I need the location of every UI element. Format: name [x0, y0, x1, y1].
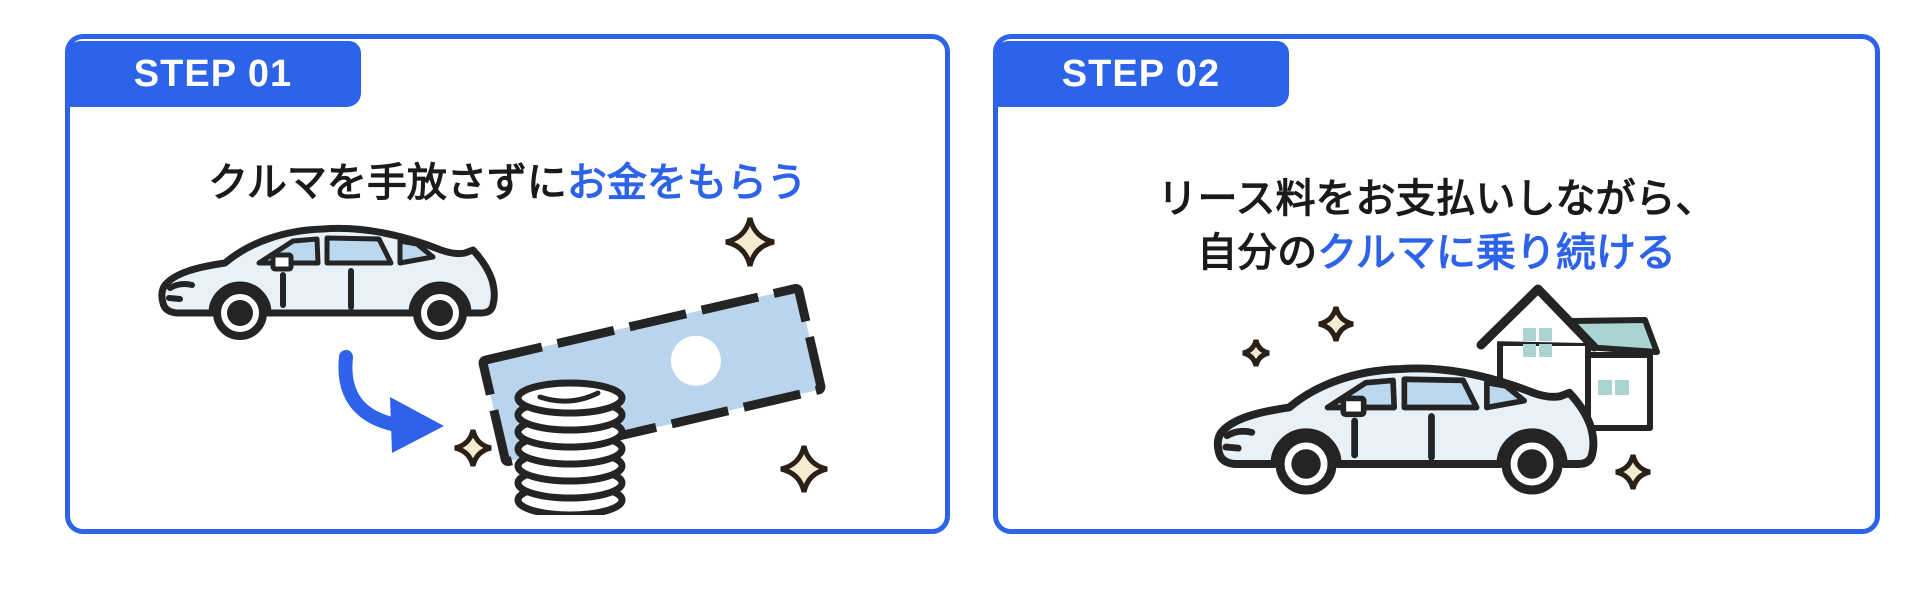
step-card-1: STEP 01 クルマを手放さずにお金をもらう: [65, 34, 950, 534]
step-1-badge: STEP 01: [65, 41, 361, 107]
sparkle-icon: [1616, 455, 1650, 489]
sparkle-icon: [455, 430, 491, 466]
step-2-title-accent: クルマに乗り続ける: [1317, 231, 1676, 276]
sparkle-icon: [726, 218, 774, 266]
step-2-title-line1: リース料をお支払いしながら、: [1157, 177, 1716, 222]
car-and-house-illustration: [1213, 279, 1708, 509]
coin-stack-icon: [514, 379, 626, 515]
sparkle-icon: [781, 446, 827, 492]
step-1-title-accent: お金をもらう: [566, 161, 807, 206]
sparkle-icon: [1319, 307, 1353, 341]
step-card-2: STEP 02 リース料をお支払いしながら、自分のクルマに乗り続ける: [993, 34, 1880, 534]
car-to-money-illustration: [158, 185, 840, 515]
step-1-badge-label: STEP 01: [133, 52, 293, 95]
step-2-title-line2-black: 自分の: [1197, 231, 1318, 276]
step-1-title: クルマを手放さずにお金をもらう: [70, 156, 945, 210]
step-2-badge: STEP 02: [993, 41, 1289, 107]
curved-arrow-icon: [338, 350, 444, 453]
car-side-icon: [1213, 364, 1598, 495]
step-2-title: リース料をお支払いしながら、自分のクルマに乗り続ける: [998, 172, 1875, 280]
sparkle-icon: [1243, 340, 1269, 366]
step-2-badge-label: STEP 02: [1061, 52, 1221, 95]
step-1-title-black: クルマを手放さずに: [208, 161, 567, 206]
car-side-icon: [158, 224, 498, 340]
